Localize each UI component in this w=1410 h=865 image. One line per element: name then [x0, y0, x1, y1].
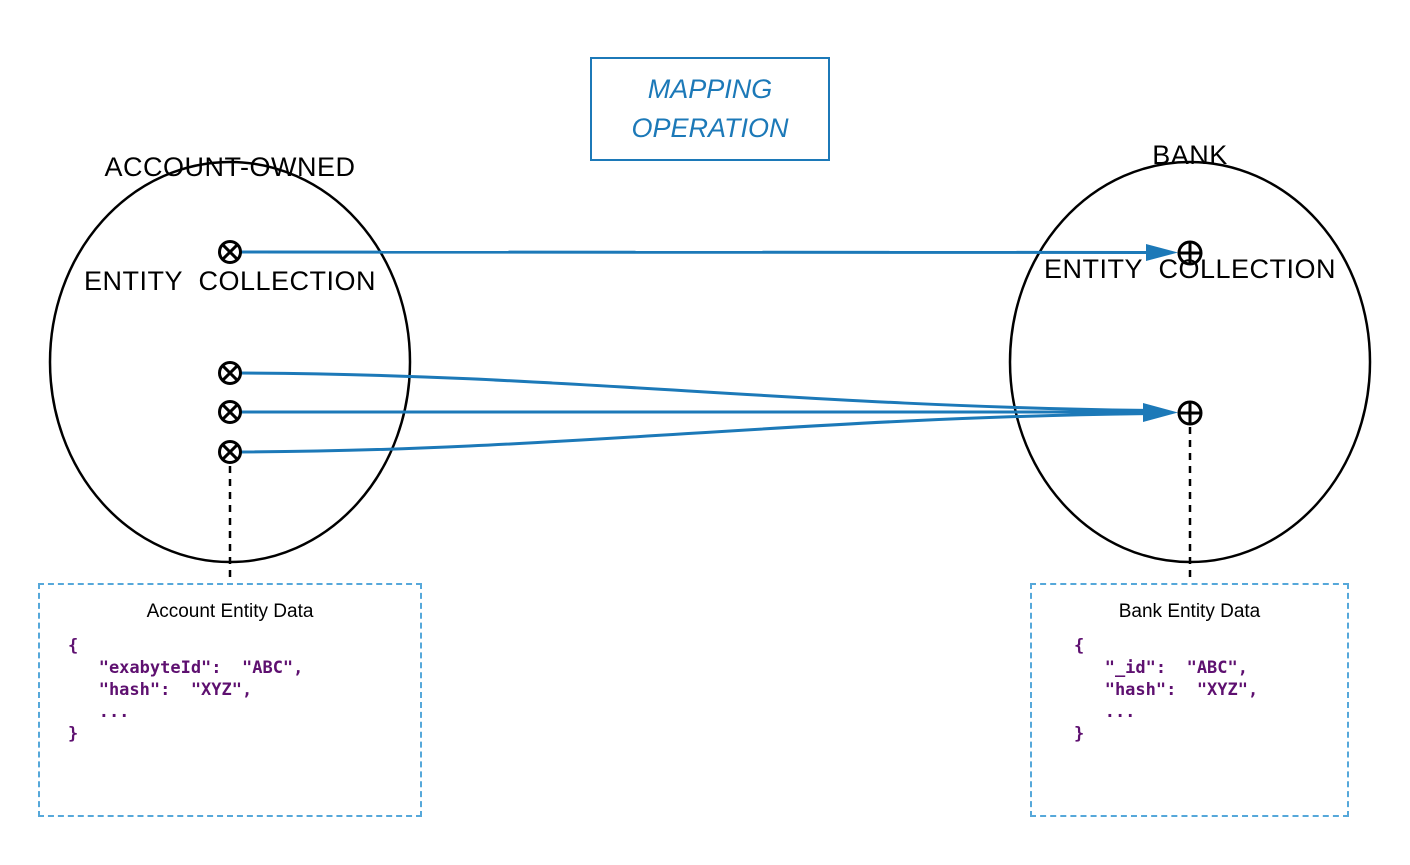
bank-entity-data-box: Bank Entity Data { "_id": "ABC", "hash":… [1030, 583, 1349, 817]
right-collection-title-line1: BANK [1152, 140, 1228, 170]
right-collection-title-line2: ENTITY COLLECTION [1043, 254, 1337, 284]
left-collection-title-line2: ENTITY COLLECTION [83, 266, 377, 296]
left-collection-title: ACCOUNT-OWNED ENTITY COLLECTION [20, 72, 440, 376]
account-entity-data-title: Account Entity Data [146, 601, 314, 622]
mapping-arrow-top-converging [237, 371, 1151, 412]
source-point-4-circled-x-icon [218, 440, 242, 464]
right-collection-title: BANK ENTITY COLLECTION [980, 60, 1400, 364]
left-collection-title-line1: ACCOUNT-OWNED [104, 152, 356, 182]
target-point-1-circled-plus-icon [1177, 240, 1203, 266]
target-point-2-circled-plus-icon [1177, 400, 1203, 426]
account-entity-data-box: Account Entity Data { "exabyteId": "ABC"… [38, 583, 422, 817]
mapping-operation-box: MAPPING OPERATION [590, 57, 830, 161]
source-point-3-circled-x-icon [218, 400, 242, 424]
mapping-arrow-bottom-converging [237, 412, 1151, 454]
bank-entity-data-title: Bank Entity Data [1118, 601, 1261, 622]
source-point-2-circled-x-icon [218, 361, 242, 385]
mapping-arrow-one-to-one [237, 250, 1151, 254]
mapping-operation-label-line1: MAPPING [647, 74, 773, 104]
account-entity-data-code: { "exabyteId": "ABC", "hash": "XYZ", ...… [68, 636, 304, 744]
arrowhead-top-icon [1146, 244, 1178, 261]
bank-entity-data-code: { "_id": "ABC", "hash": "XYZ", ... } [1074, 636, 1259, 744]
arrowhead-bottom-icon [1143, 403, 1178, 422]
mapping-operation-label-line2: OPERATION [631, 113, 789, 143]
source-point-1-circled-x-icon [218, 240, 242, 264]
